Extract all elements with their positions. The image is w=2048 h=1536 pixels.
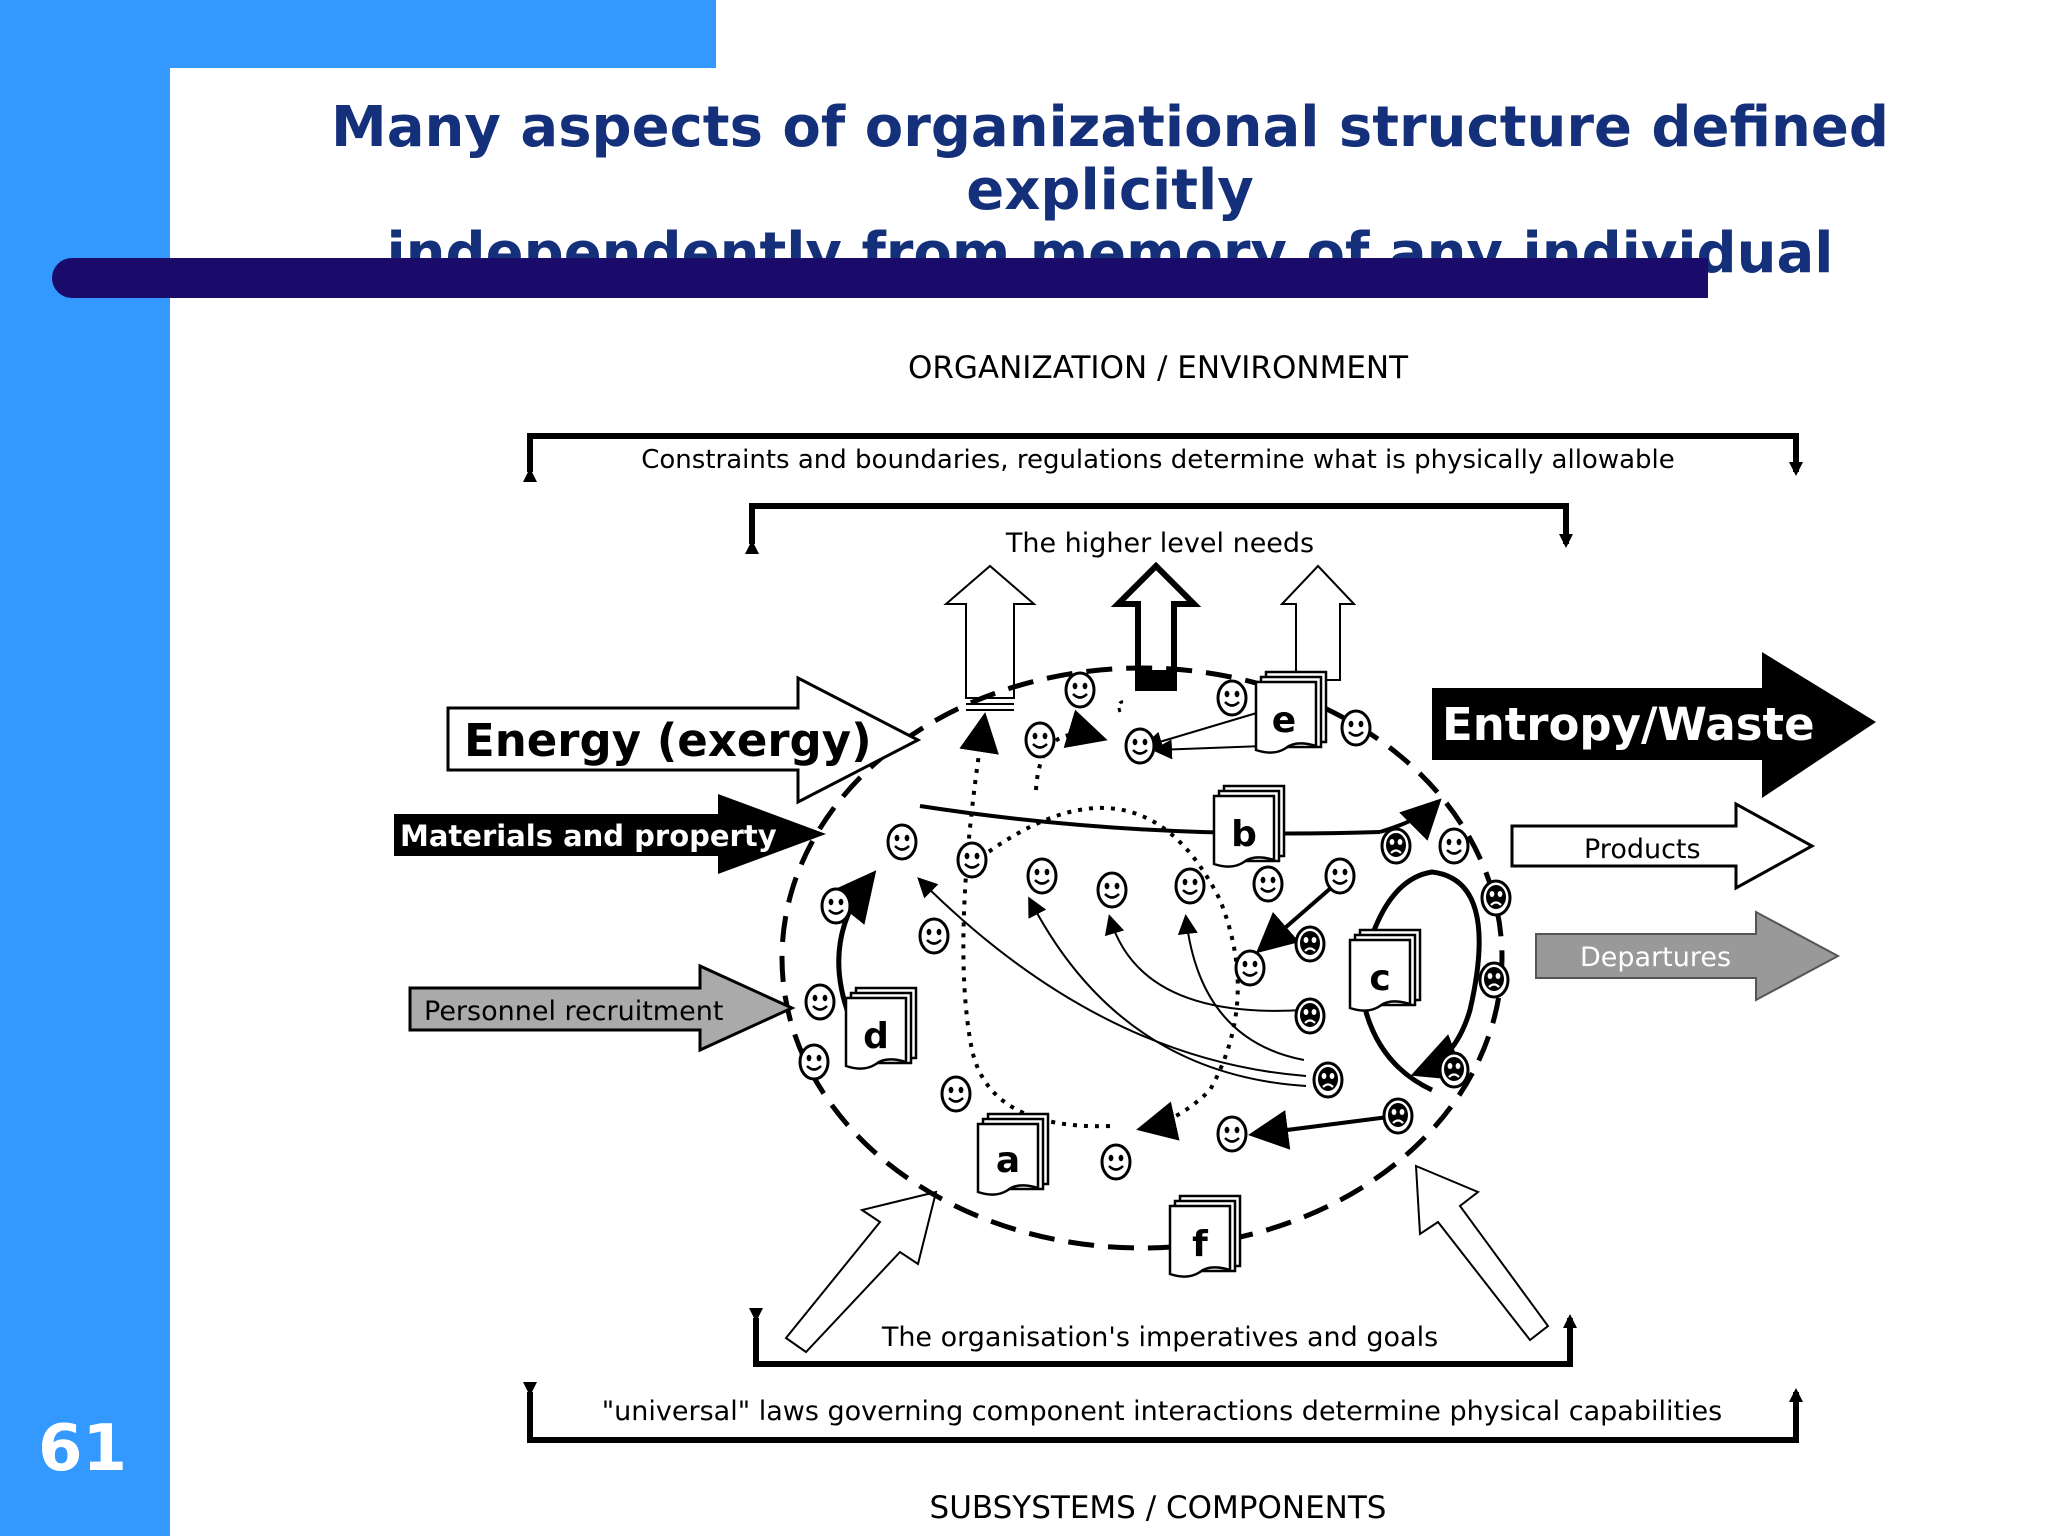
document-c: c (1348, 928, 1422, 1012)
energy-arrow: Energy (exergy) (446, 675, 922, 805)
sidebar-band (0, 0, 170, 1536)
constraints-text: Constraints and boundaries, regulations … (641, 445, 1675, 475)
svg-text:e: e (1272, 700, 1296, 741)
svg-text:a: a (996, 1140, 1020, 1181)
entropy-label: Entropy/Waste (1442, 698, 1815, 751)
energy-label: Energy (exergy) (464, 714, 872, 767)
materials-label: Materials and property (400, 819, 777, 853)
higher-needs-bracket (745, 503, 1573, 554)
laws-text: "universal" laws governing component int… (602, 1396, 1723, 1427)
imperatives-arrow-right (1414, 1164, 1550, 1342)
needs-arrow-right (1279, 564, 1357, 681)
slide-number: 61 (38, 1412, 128, 1486)
document-f: f (1168, 1194, 1242, 1278)
materials-arrow: Materials and property (394, 794, 826, 874)
svg-text:b: b (1231, 814, 1257, 855)
departures-arrow: Departures (1535, 910, 1841, 1002)
svg-text:f: f (1192, 1224, 1208, 1265)
higher-needs-text: The higher level needs (1005, 528, 1314, 559)
svg-text:d: d (863, 1016, 889, 1057)
imperatives-bracket (749, 1308, 1577, 1367)
laws-bracket (523, 1382, 1803, 1443)
organization-diagram: ORGANIZATION / ENVIRONMENT SUBSYSTEMS / … (394, 350, 1876, 1526)
products-arrow: Products (1510, 801, 1816, 891)
constraints-bracket (523, 433, 1803, 482)
svg-text:c: c (1369, 958, 1390, 999)
needs-arrow-left (943, 564, 1037, 711)
document-d: d (844, 986, 918, 1070)
needs-arrow-center (1110, 561, 1202, 691)
bottom-label: SUBSYSTEMS / COMPONENTS (930, 1490, 1387, 1526)
document-b: b (1212, 784, 1286, 868)
departures-label: Departures (1580, 942, 1731, 973)
top-band (0, 0, 716, 68)
personnel-label: Personnel recruitment (424, 996, 723, 1027)
personnel-arrow: Personnel recruitment (408, 963, 796, 1053)
imperatives-arrow-left (784, 1190, 938, 1354)
document-e: e (1254, 670, 1328, 754)
organization-boundary (779, 665, 1505, 1251)
imperatives-text: The organisation's imperatives and goals (881, 1322, 1438, 1353)
slide-title: Many aspects of organizational structure… (250, 96, 1970, 285)
top-label: ORGANIZATION / ENVIRONMENT (908, 350, 1409, 386)
document-a: a (976, 1112, 1050, 1196)
products-label: Products (1584, 834, 1701, 865)
internal-flows (825, 700, 1482, 1150)
slide-title-line1: Many aspects of organizational structure… (331, 95, 1889, 223)
entropy-arrow: Entropy/Waste (1432, 652, 1876, 798)
title-rule (52, 258, 1708, 298)
